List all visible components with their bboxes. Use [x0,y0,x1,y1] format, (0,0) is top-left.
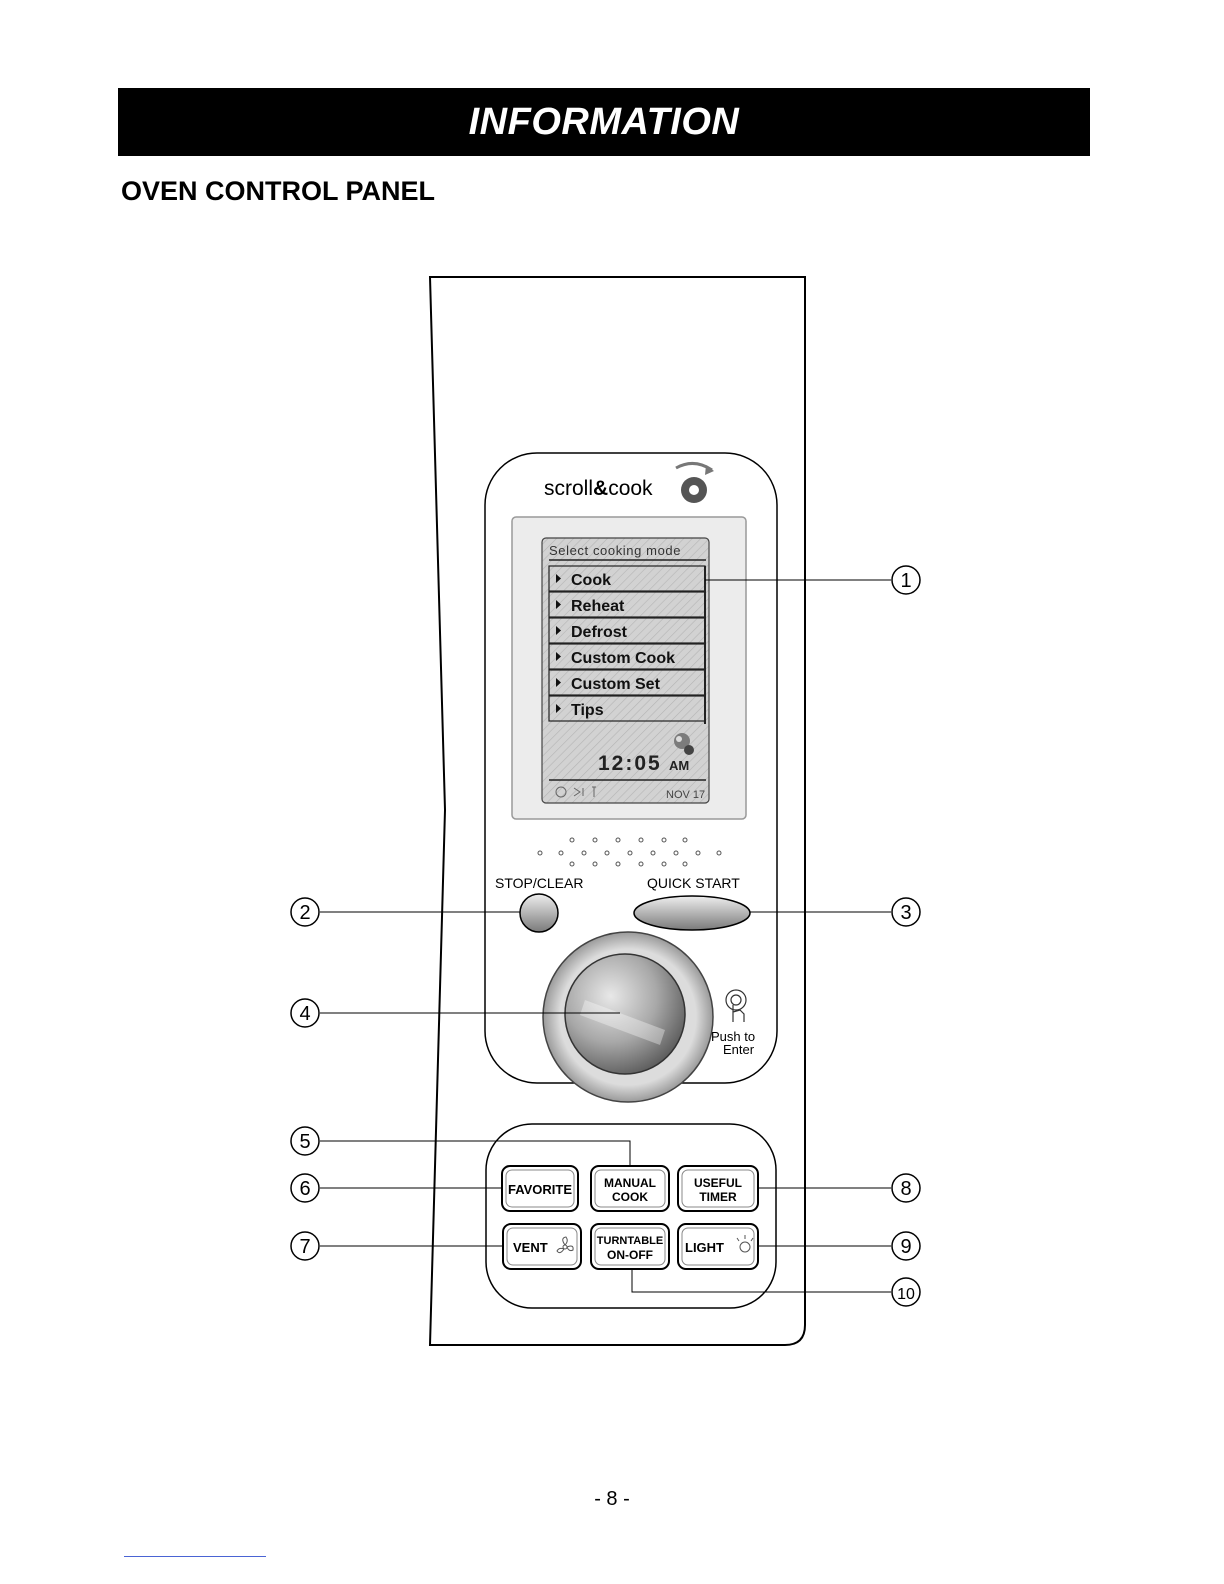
page-number: - 8 - [0,1488,1224,1511]
svg-text:VENT: VENT [513,1240,548,1255]
svg-text:7: 7 [299,1236,310,1258]
useful-timer-button[interactable]: USEFUL TIMER [678,1166,758,1211]
light-button[interactable]: LIGHT [678,1224,758,1269]
svg-text:LIGHT: LIGHT [685,1240,724,1255]
quick-start-label: QUICK START [647,875,740,891]
svg-text:5: 5 [299,1131,310,1153]
callout-6: 6 [291,1174,319,1202]
lower-button-surface [486,1124,776,1308]
callout-1: 1 [892,566,920,594]
push-to-enter-line2: Enter [723,1042,755,1057]
svg-text:ON-OFF: ON-OFF [607,1248,653,1262]
stop-clear-button[interactable] [520,894,558,932]
lcd-menu-item-label: Defrost [571,624,628,641]
footer-rule [124,1556,266,1557]
svg-text:9: 9 [900,1236,911,1258]
favorite-button[interactable]: FAVORITE [502,1166,578,1211]
svg-text:2: 2 [299,902,310,924]
callout-5: 5 [291,1127,319,1155]
svg-text:4: 4 [299,1003,310,1025]
svg-text:1: 1 [900,570,911,592]
svg-text:3: 3 [900,902,911,924]
quick-start-button[interactable] [634,896,750,930]
callout-9: 9 [892,1232,920,1260]
stop-clear-label: STOP/CLEAR [495,875,583,891]
svg-text:COOK: COOK [612,1190,648,1204]
lcd-menu-item-label: Reheat [571,598,625,615]
callout-8: 8 [892,1174,920,1202]
manual-cook-button[interactable]: MANUAL COOK [591,1166,669,1211]
lcd-clock-time: 12:05 [598,752,662,775]
turntable-button[interactable]: TURNTABLE ON-OFF [591,1224,669,1269]
svg-text:USEFUL: USEFUL [694,1176,742,1190]
svg-text:8: 8 [900,1178,911,1200]
svg-text:6: 6 [299,1178,310,1200]
lcd-menu-item-label: Custom Cook [571,650,675,667]
lcd-menu-item-label: Tips [571,702,604,719]
svg-text:10: 10 [897,1286,915,1303]
callout-10: 10 [892,1278,920,1306]
callout-7: 7 [291,1232,319,1260]
lcd-clock-ampm: AM [669,758,689,773]
callout-2: 2 [291,898,319,926]
brand-logo: scroll&cook [544,477,653,500]
svg-text:MANUAL: MANUAL [604,1176,656,1190]
svg-text:TURNTABLE: TURNTABLE [597,1235,663,1247]
scroll-dial[interactable] [543,932,713,1102]
callout-4: 4 [291,999,319,1027]
lcd-heading: Select cooking mode [549,543,681,558]
svg-text:TIMER: TIMER [699,1190,737,1204]
lcd-date: NOV 17 [666,789,705,801]
lcd-menu-item-label: Cook [571,572,611,589]
callout-3: 3 [892,898,920,926]
lcd-menu-item-label: Custom Set [571,676,661,693]
svg-text:FAVORITE: FAVORITE [508,1182,572,1197]
